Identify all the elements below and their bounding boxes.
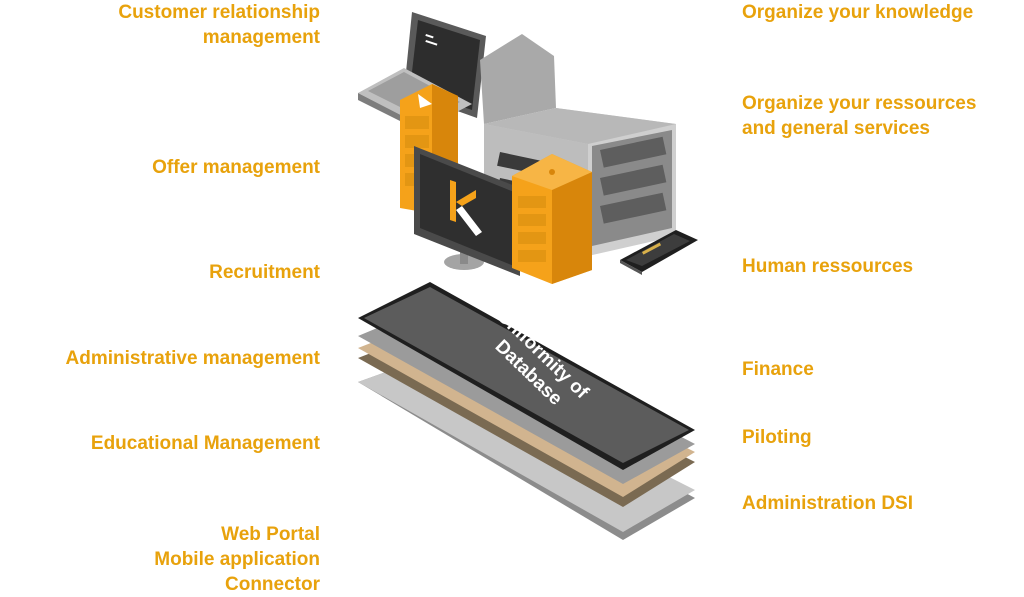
server-rack-icon bbox=[512, 154, 592, 284]
label-organize-knowledge: Organize your knowledge bbox=[742, 2, 974, 23]
label-human-ressources: Human ressources bbox=[742, 256, 914, 277]
label-administrative-management: Administrative management bbox=[65, 348, 320, 369]
label-piloting: Piloting bbox=[742, 427, 812, 448]
label-recruitment: Recruitment bbox=[209, 262, 320, 283]
label-administration-dsi: Administration DSI bbox=[742, 493, 914, 514]
smartphone-icon bbox=[620, 230, 698, 275]
database-platform-icon: Uniformity of Database bbox=[358, 282, 695, 540]
monitor-icon bbox=[414, 146, 520, 276]
label-finance: Finance bbox=[742, 359, 814, 380]
label-educational-management: Educational Management bbox=[90, 433, 320, 454]
label-offer-management: Offer management bbox=[152, 157, 320, 178]
